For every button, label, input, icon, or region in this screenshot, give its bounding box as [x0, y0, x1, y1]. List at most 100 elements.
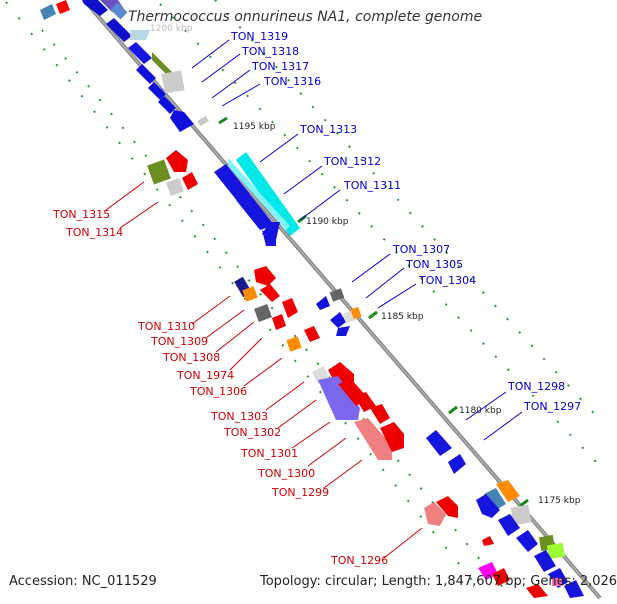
gene-feature[interactable] [304, 326, 320, 342]
gene-feature[interactable] [484, 488, 506, 510]
gene-feature[interactable] [166, 150, 188, 172]
gene-label-ton-1303[interactable]: TON_1303 [210, 410, 268, 423]
gene-label-ton-1300[interactable]: TON_1300 [257, 467, 315, 480]
gene-label-ton-1309[interactable]: TON_1309 [150, 335, 208, 348]
gene-feature[interactable] [496, 480, 520, 502]
gene-label-ton-1319[interactable]: TON_1319 [230, 30, 288, 43]
leader-line [465, 391, 507, 421]
gene-label-ton-1305[interactable]: TON_1305 [405, 258, 463, 271]
gene-label-ton-1310[interactable]: TON_1310 [137, 320, 195, 333]
gene-feature[interactable] [282, 298, 298, 318]
forward-leaders [191, 39, 523, 441]
gene-feature[interactable] [498, 514, 520, 536]
gene-feature[interactable] [148, 82, 166, 100]
scale-track-inner-left [41, 29, 511, 597]
leader-line [323, 459, 363, 489]
tick-1195 [218, 116, 228, 125]
gene-feature[interactable] [40, 4, 56, 20]
gene-label-ton-1304[interactable]: TON_1304 [418, 274, 476, 287]
gene-feature[interactable] [426, 430, 452, 456]
gene-label-ton-1301[interactable]: TON_1301 [240, 447, 298, 460]
gene-feature[interactable] [56, 0, 70, 14]
gene-feature[interactable] [370, 404, 390, 424]
gene-feature[interactable] [552, 578, 562, 586]
gene-label-ton-1312[interactable]: TON_1312 [323, 155, 381, 168]
genome-map-canvas: 1195 kbp 1190 kbp 1185 kbp 1180 kbp 1175… [5, 0, 602, 600]
gene-feature[interactable] [424, 502, 446, 526]
gene-feature[interactable] [492, 568, 510, 586]
leader-line [229, 337, 263, 371]
gene-label-ton-1297[interactable]: TON_1297 [523, 400, 581, 413]
gene-feature[interactable] [272, 314, 286, 330]
gene-feature[interactable] [546, 542, 566, 560]
reverse-gene-labels: TON_1315 TON_1314 TON_1310 TON_1309 TON_… [52, 208, 388, 567]
gene-feature[interactable] [147, 159, 171, 185]
forward-gene-labels: TON_1319 TON_1318 TON_1317 TON_1316 TON_… [230, 30, 581, 413]
gene-feature[interactable] [354, 418, 392, 460]
gene-label-ton-1316[interactable]: TON_1316 [263, 75, 321, 88]
gene-label-ton-1298[interactable]: TON_1298 [507, 380, 565, 393]
gene-feature[interactable] [228, 158, 290, 230]
gene-feature[interactable] [161, 70, 185, 94]
gene-label-ton-1315[interactable]: TON_1315 [52, 208, 110, 221]
gene-label-ton-1306[interactable]: TON_1306 [189, 385, 247, 398]
gene-feature[interactable] [254, 266, 276, 286]
gene-feature[interactable] [236, 192, 280, 240]
gene-feature[interactable] [110, 2, 128, 20]
leader-line [221, 83, 261, 107]
gene-feature[interactable] [136, 64, 156, 84]
gene-feature[interactable] [482, 536, 494, 546]
gene-feature[interactable] [318, 376, 360, 420]
gene-feature[interactable] [197, 115, 209, 127]
gene-feature[interactable] [236, 152, 300, 236]
gene-feature[interactable] [448, 454, 466, 474]
gene-feature[interactable] [214, 164, 250, 202]
leader-line [291, 421, 331, 449]
gene-feature[interactable] [158, 96, 176, 114]
leader-line [215, 321, 255, 353]
gene-label-ton-1307[interactable]: TON_1307 [392, 243, 450, 256]
gene-feature[interactable] [329, 288, 345, 302]
gene-label-ton-1302[interactable]: TON_1302 [223, 426, 281, 439]
reverse-genes [40, 0, 548, 598]
gene-label-ton-1299[interactable]: TON_1299 [271, 486, 329, 499]
scale-label-1180: 1180 kbp [459, 406, 502, 416]
gene-feature[interactable] [128, 42, 152, 64]
gene-feature[interactable] [476, 494, 500, 518]
gene-feature[interactable] [534, 550, 556, 572]
leader-line [351, 253, 391, 283]
gene-feature[interactable] [254, 304, 272, 322]
gene-feature[interactable] [260, 284, 280, 302]
gene-feature[interactable] [516, 530, 538, 552]
leader-line [259, 133, 299, 163]
gene-feature[interactable] [436, 496, 458, 518]
gene-feature[interactable] [170, 110, 194, 132]
gene-label-ton-1317[interactable]: TON_1317 [251, 60, 309, 73]
gene-feature[interactable] [262, 230, 276, 246]
gene-feature[interactable] [380, 422, 404, 452]
gene-label-ton-1308[interactable]: TON_1308 [162, 351, 220, 364]
gene-label-ton-1296[interactable]: TON_1296 [330, 554, 388, 567]
gene-feature[interactable] [286, 336, 302, 352]
gene-feature[interactable] [354, 392, 376, 412]
gene-feature[interactable] [350, 306, 362, 320]
gene-feature[interactable] [130, 30, 150, 40]
gene-feature[interactable] [336, 326, 350, 336]
gene-label-ton-1311[interactable]: TON_1311 [343, 179, 401, 192]
gene-feature[interactable] [526, 584, 548, 598]
gene-feature[interactable] [564, 580, 584, 598]
gene-feature[interactable] [182, 172, 198, 190]
gene-feature[interactable] [330, 312, 346, 328]
gene-feature[interactable] [242, 286, 258, 302]
gene-label-ton-1314[interactable]: TON_1314 [65, 226, 123, 239]
gene-feature[interactable] [82, 0, 108, 16]
gene-label-ton-1974[interactable]: TON_1974 [176, 369, 234, 382]
leader-line [483, 411, 523, 441]
gene-label-ton-1313[interactable]: TON_1313 [299, 123, 357, 136]
gene-feature[interactable] [510, 504, 532, 526]
gene-feature[interactable] [166, 178, 184, 196]
leader-line [191, 295, 231, 325]
gene-feature[interactable] [316, 296, 330, 310]
gene-label-ton-1318[interactable]: TON_1318 [241, 45, 299, 58]
gene-feature[interactable] [106, 18, 132, 42]
